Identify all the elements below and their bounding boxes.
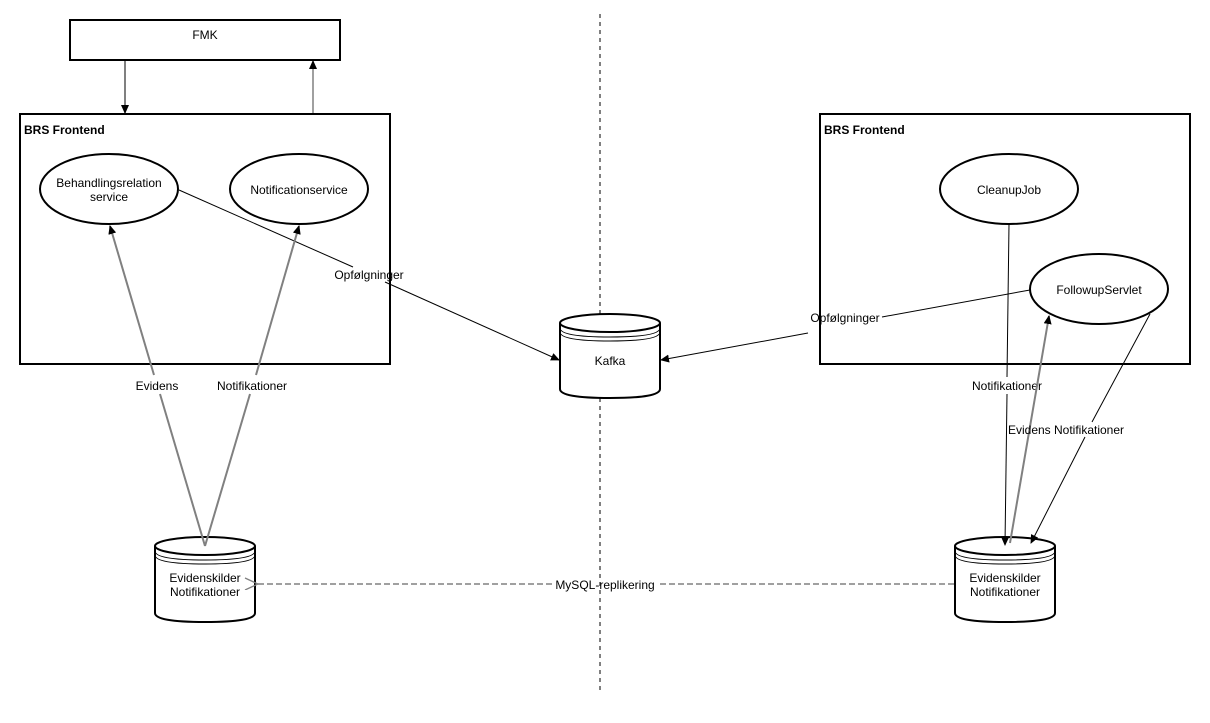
kafka-label: Kafka xyxy=(595,354,626,368)
right-brs-frontend-container[interactable]: BRS Frontend xyxy=(819,113,1191,365)
notificationservice-node[interactable]: Notificationservice xyxy=(229,153,369,225)
fmk-box[interactable]: FMK xyxy=(69,19,341,61)
right-notifikationer-label: Notifikationer xyxy=(972,379,1042,393)
left-notifikationer-label: Notifikationer xyxy=(217,379,287,393)
cleanupjob-label: CleanupJob xyxy=(977,183,1041,197)
left-opfolgninger-label: Opfølgninger xyxy=(334,268,403,282)
behandlingsrelation-service-node[interactable]: Behandlingsrelation service xyxy=(39,153,179,225)
right-evidenskilder-notifikationer-db[interactable]: Evidenskilder Notifikationer xyxy=(954,536,1056,624)
kafka-queue[interactable]: Kafka xyxy=(559,313,661,400)
behandlingsrelation-label-line1: Behandlingsrelation xyxy=(56,176,161,190)
right-evidens-notifikationer-edge: Evidens Notifikationer xyxy=(1008,313,1151,544)
right-evidens-notifikationer-label: Evidens Notifikationer xyxy=(1008,423,1124,437)
followupservlet-label: FollowupServlet xyxy=(1056,283,1142,297)
right-db-to-followupservlet-edge xyxy=(1009,315,1052,544)
left-evidens-edge: Evidens xyxy=(108,225,206,547)
behandlingsrelation-label-line2: service xyxy=(90,190,128,204)
mysql-replikering-label: MySQL-replikering xyxy=(555,578,654,592)
right-opfolgninger-label: Opfølgninger xyxy=(810,311,879,325)
left-notifikationer-edge: Notifikationer xyxy=(204,225,301,547)
right-notifikationer-edge: Notifikationer xyxy=(972,223,1042,546)
right-db-label-line1: Evidenskilder xyxy=(969,571,1040,585)
right-container-title: BRS Frontend xyxy=(824,123,905,137)
left-container-title: BRS Frontend xyxy=(24,123,105,137)
fmk-label: FMK xyxy=(192,28,217,42)
left-db-label-line1: Evidenskilder xyxy=(169,571,240,585)
mysql-replikering-edge: MySQL-replikering xyxy=(258,578,954,592)
right-opfolgninger-edge: Opfølgninger xyxy=(660,289,1031,363)
followupservlet-node[interactable]: FollowupServlet xyxy=(1029,253,1169,325)
notificationservice-label: Notificationservice xyxy=(250,183,348,197)
right-db-label-line2: Notifikationer xyxy=(970,585,1040,599)
left-opfolgninger-edge: Opfølgninger xyxy=(178,189,560,361)
cleanupjob-node[interactable]: CleanupJob xyxy=(939,153,1079,225)
left-brs-frontend-container[interactable]: BRS Frontend xyxy=(19,113,391,365)
left-db-label-line2: Notifikationer xyxy=(170,585,240,599)
left-evidenskilder-notifikationer-db[interactable]: Evidenskilder Notifikationer xyxy=(154,536,256,624)
left-evidens-label: Evidens xyxy=(136,379,179,393)
